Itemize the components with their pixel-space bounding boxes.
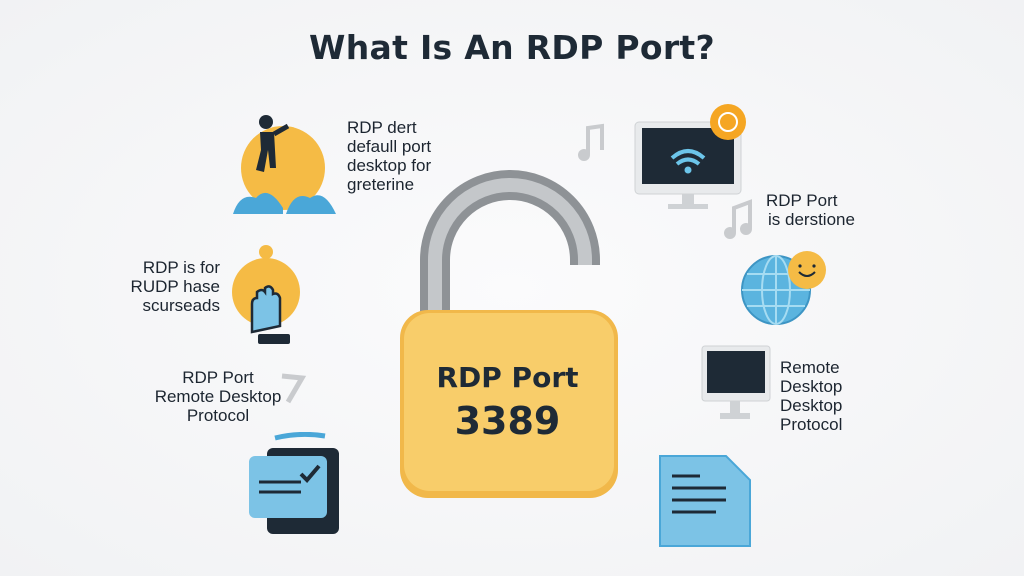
lock-title: RDP Port — [436, 361, 579, 394]
hand-coin-icon — [232, 245, 300, 344]
label-line: Remote — [780, 358, 840, 377]
label-line: Desktop — [780, 377, 843, 396]
label-line: desktop for — [347, 156, 432, 175]
label-mid-left: RDP is for RUDP hase scurseads — [100, 258, 220, 315]
lock-port-number: 3389 — [454, 399, 561, 443]
smiley-icon — [788, 251, 826, 289]
label-line: is derstione — [768, 210, 855, 229]
page-title: What Is An RDP Port? — [309, 28, 715, 67]
person-sun-icon — [233, 115, 336, 214]
document-icon — [659, 455, 751, 547]
label-bottom-left: RDP Port Remote Desktop Protocol — [138, 368, 298, 425]
label-line: Protocol — [186, 406, 250, 425]
label-line: Remote Desktop — [154, 387, 282, 406]
label-line: RUDP hase — [130, 277, 220, 296]
monitor-wifi-icon — [634, 104, 746, 209]
label-line: greterine — [347, 175, 415, 194]
label-line: RDP Port — [766, 191, 838, 210]
label-top-left: RDP dert defaull port desktop for greter… — [347, 118, 431, 194]
arrow-icon — [281, 373, 307, 404]
label-bottom-right: Remote Desktop Desktop Protocol — [780, 358, 842, 434]
label-line: RDP dert — [347, 118, 417, 137]
label-line: scurseads — [142, 296, 220, 315]
music-note-icon — [724, 199, 752, 239]
lock-label: RDP Port 3389 — [400, 360, 615, 446]
label-line: RDP is for — [142, 258, 220, 277]
label-line: Protocol — [780, 415, 843, 434]
document-check-icon — [249, 432, 339, 534]
label-line: Desktop — [780, 396, 843, 415]
label-top-right: RDP Port is derstione — [766, 191, 855, 229]
music-note-icon — [578, 123, 604, 161]
label-line: defaull port — [347, 137, 432, 156]
globe-icon — [741, 251, 826, 325]
padlock-icon — [400, 170, 618, 498]
monitor-icon — [701, 345, 771, 419]
label-line: RDP Port — [182, 368, 254, 387]
